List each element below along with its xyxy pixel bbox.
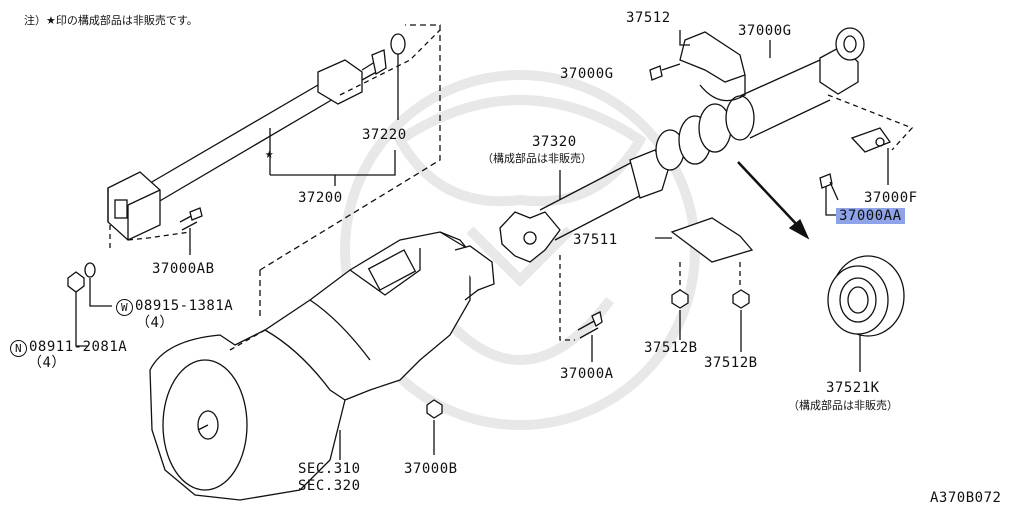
- note-text: 注）★印の構成部品は非販売です。: [24, 14, 198, 27]
- bracket-37512: [649, 30, 771, 102]
- label-w-qty: （4）: [136, 315, 174, 331]
- label-37512[interactable]: 37512: [626, 10, 671, 26]
- propeller-shaft-37200: [107, 49, 387, 241]
- bolt-37000aa: [819, 173, 840, 216]
- label-37000g-left[interactable]: 37000G: [560, 66, 614, 82]
- bracket-37511: [655, 217, 754, 290]
- label-37511[interactable]: 37511: [573, 232, 618, 248]
- w-part-number: 08915-1381A: [135, 298, 234, 314]
- label-sec-320[interactable]: SEC.320: [298, 478, 361, 494]
- washer-37000f: [850, 127, 892, 185]
- label-37512b-left[interactable]: 37512B: [644, 340, 698, 356]
- bearing-37521k: [827, 255, 905, 372]
- label-37000ab[interactable]: 37000AB: [152, 261, 215, 277]
- bolt-37000a: [559, 255, 603, 362]
- label-n-qty: （4）: [28, 355, 66, 371]
- label-37000aa-highlight: 37000AA: [836, 208, 905, 224]
- label-37220[interactable]: 37220: [362, 127, 407, 143]
- nut-37000b: [426, 399, 443, 419]
- nut-and-washer-left: [67, 262, 112, 347]
- label-37320[interactable]: 37320: [532, 134, 577, 150]
- label-37000a[interactable]: 37000A: [560, 366, 614, 382]
- propeller-shaft-37320: [499, 27, 865, 263]
- seal-37220: [390, 33, 406, 55]
- nut-37512b-left: [671, 289, 689, 309]
- transmission-housing: [149, 231, 495, 501]
- direction-arrow: [737, 161, 810, 240]
- nut-code-badge: N: [10, 340, 27, 357]
- star-marker: ★: [265, 146, 274, 162]
- label-37512b-right[interactable]: 37512B: [704, 355, 758, 371]
- label-sec-310[interactable]: SEC.310: [298, 461, 361, 477]
- bolt-37000ab: [179, 207, 203, 255]
- label-37000f[interactable]: 37000F: [864, 190, 918, 206]
- washer-code-badge: W: [116, 299, 133, 316]
- label-37320-note: （構成部品は非販売）: [482, 152, 592, 165]
- n-part-number: 08911-2081A: [29, 339, 128, 355]
- label-37521k[interactable]: 37521K: [826, 380, 880, 396]
- nut-37512b-right: [732, 289, 750, 309]
- label-37200[interactable]: 37200: [298, 190, 343, 206]
- label-37000aa[interactable]: 37000AA: [836, 208, 905, 224]
- label-37000g-top[interactable]: 37000G: [738, 23, 792, 39]
- label-37000b[interactable]: 37000B: [404, 461, 458, 477]
- diagram-id: A370B072: [930, 490, 1002, 506]
- label-37521k-note: （構成部品は非販売）: [788, 399, 898, 412]
